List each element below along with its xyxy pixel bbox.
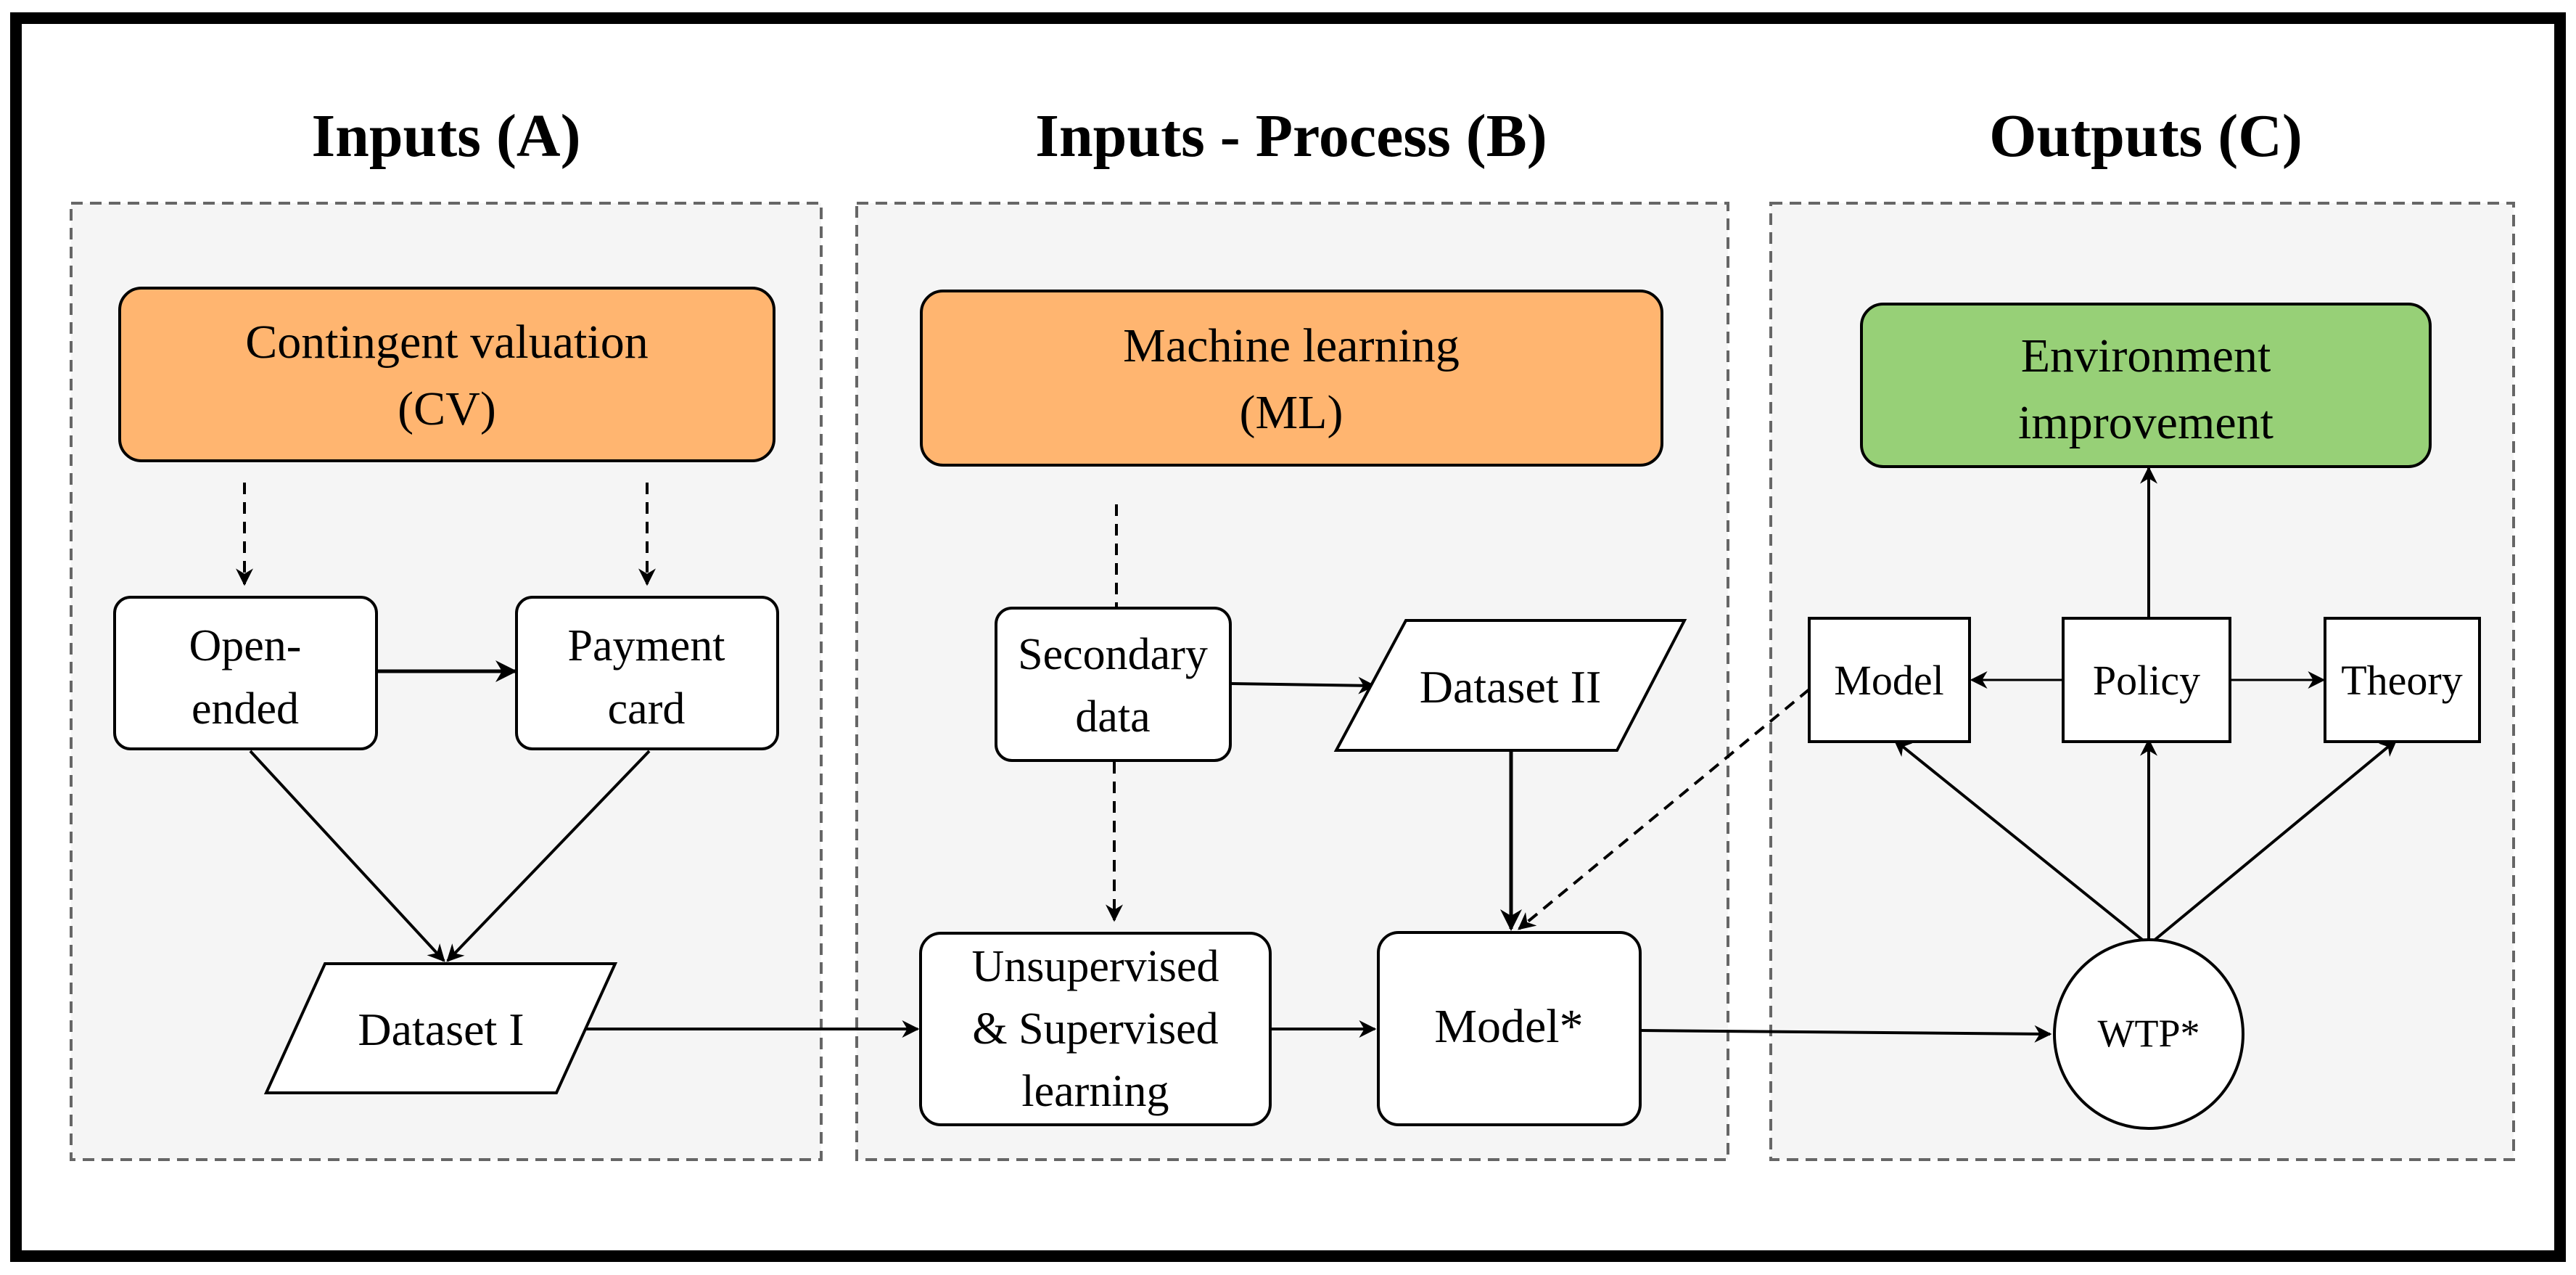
node-environment-improvement-label-1: Environment [2021,329,2271,382]
node-learning [919,932,1272,1126]
node-environment-improvement [1860,303,2432,468]
node-machine-learning-label-1: Machine learning [1123,319,1460,372]
node-wtp [2053,938,2244,1130]
node-dataset-2 [1333,619,1687,752]
node-theory [2324,617,2481,743]
node-contingent-valuation-label-2: (CV) [398,382,496,435]
node-machine-learning-label-2: (ML) [1240,386,1343,439]
arrow-open-ended-to-dataset-1 [249,750,445,962]
node-policy [2062,617,2231,743]
node-contingent-valuation-label-1: Contingent valuation [245,316,648,369]
arrow-model-to-model-star [1518,688,1811,930]
node-contingent-valuation [118,287,775,462]
node-dataset-1 [263,962,618,1094]
node-payment-card-label-2: card [608,684,686,734]
node-learning-label-1: Unsupervised [972,942,1219,991]
arrow-wtp-to-theory [2147,739,2398,946]
node-machine-learning [920,290,1663,467]
node-secondary-data [995,607,1232,762]
node-payment-card [515,596,779,750]
node-learning-label-3: learning [1021,1067,1169,1116]
node-payment-card-label-1: Payment [568,621,725,671]
node-open-ended-label-2: ended [192,684,299,734]
node-wtp-label: WTP* [2098,1012,2200,1055]
outer-frame [10,12,2566,1262]
section-title-inputs-a: Inputs (A) [311,102,580,170]
node-model [1808,617,1971,743]
node-learning-label-2: & Supervised [972,1004,1218,1054]
node-theory-label: Theory [2341,657,2463,704]
section-title-outputs-c: Outputs (C) [1989,102,2303,170]
node-model-label: Model [1834,657,1943,704]
node-secondary-data-label-1: Secondary [1018,630,1208,679]
node-secondary-data-label-2: data [1075,692,1150,742]
node-open-ended [113,596,378,750]
node-dataset-2-label: Dataset II [1420,661,1602,713]
node-policy-label: Policy [2093,657,2200,704]
section-title-inputs-process-b: Inputs - Process (B) [1035,102,1547,170]
node-open-ended-label-1: Open- [189,621,302,671]
node-environment-improvement-label-2: improvement [2018,396,2273,449]
node-model-star [1377,931,1642,1126]
arrow-wtp-to-model [1893,739,2150,946]
arrow-model-star-to-wtp [1640,1025,2052,1043]
arrow-payment-card-to-dataset-1 [446,750,651,962]
node-dataset-1-label: Dataset I [358,1004,524,1055]
arrow-secondary-data-to-dataset-2 [1230,676,1376,694]
node-model-star-label: Model* [1434,1000,1583,1053]
